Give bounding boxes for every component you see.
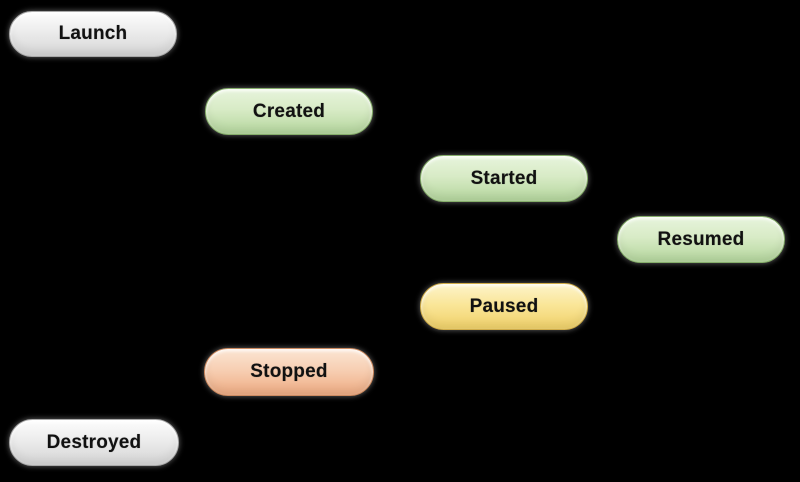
state-label: Destroyed [46,431,142,453]
state-node-created: Created [205,88,373,135]
state-label: Paused [469,295,539,317]
state-node-paused: Paused [420,283,588,330]
state-node-destroyed: Destroyed [9,419,179,466]
state-label: Stopped [250,361,328,382]
state-label: Created [252,100,326,122]
state-node-stopped: Stopped [204,348,374,396]
state-node-launch: Launch [9,11,177,57]
state-node-resumed: Resumed [617,216,785,263]
state-label: Resumed [657,228,745,250]
state-label: Launch [58,23,128,44]
state-label: Started [470,167,538,189]
state-node-started: Started [420,155,588,202]
